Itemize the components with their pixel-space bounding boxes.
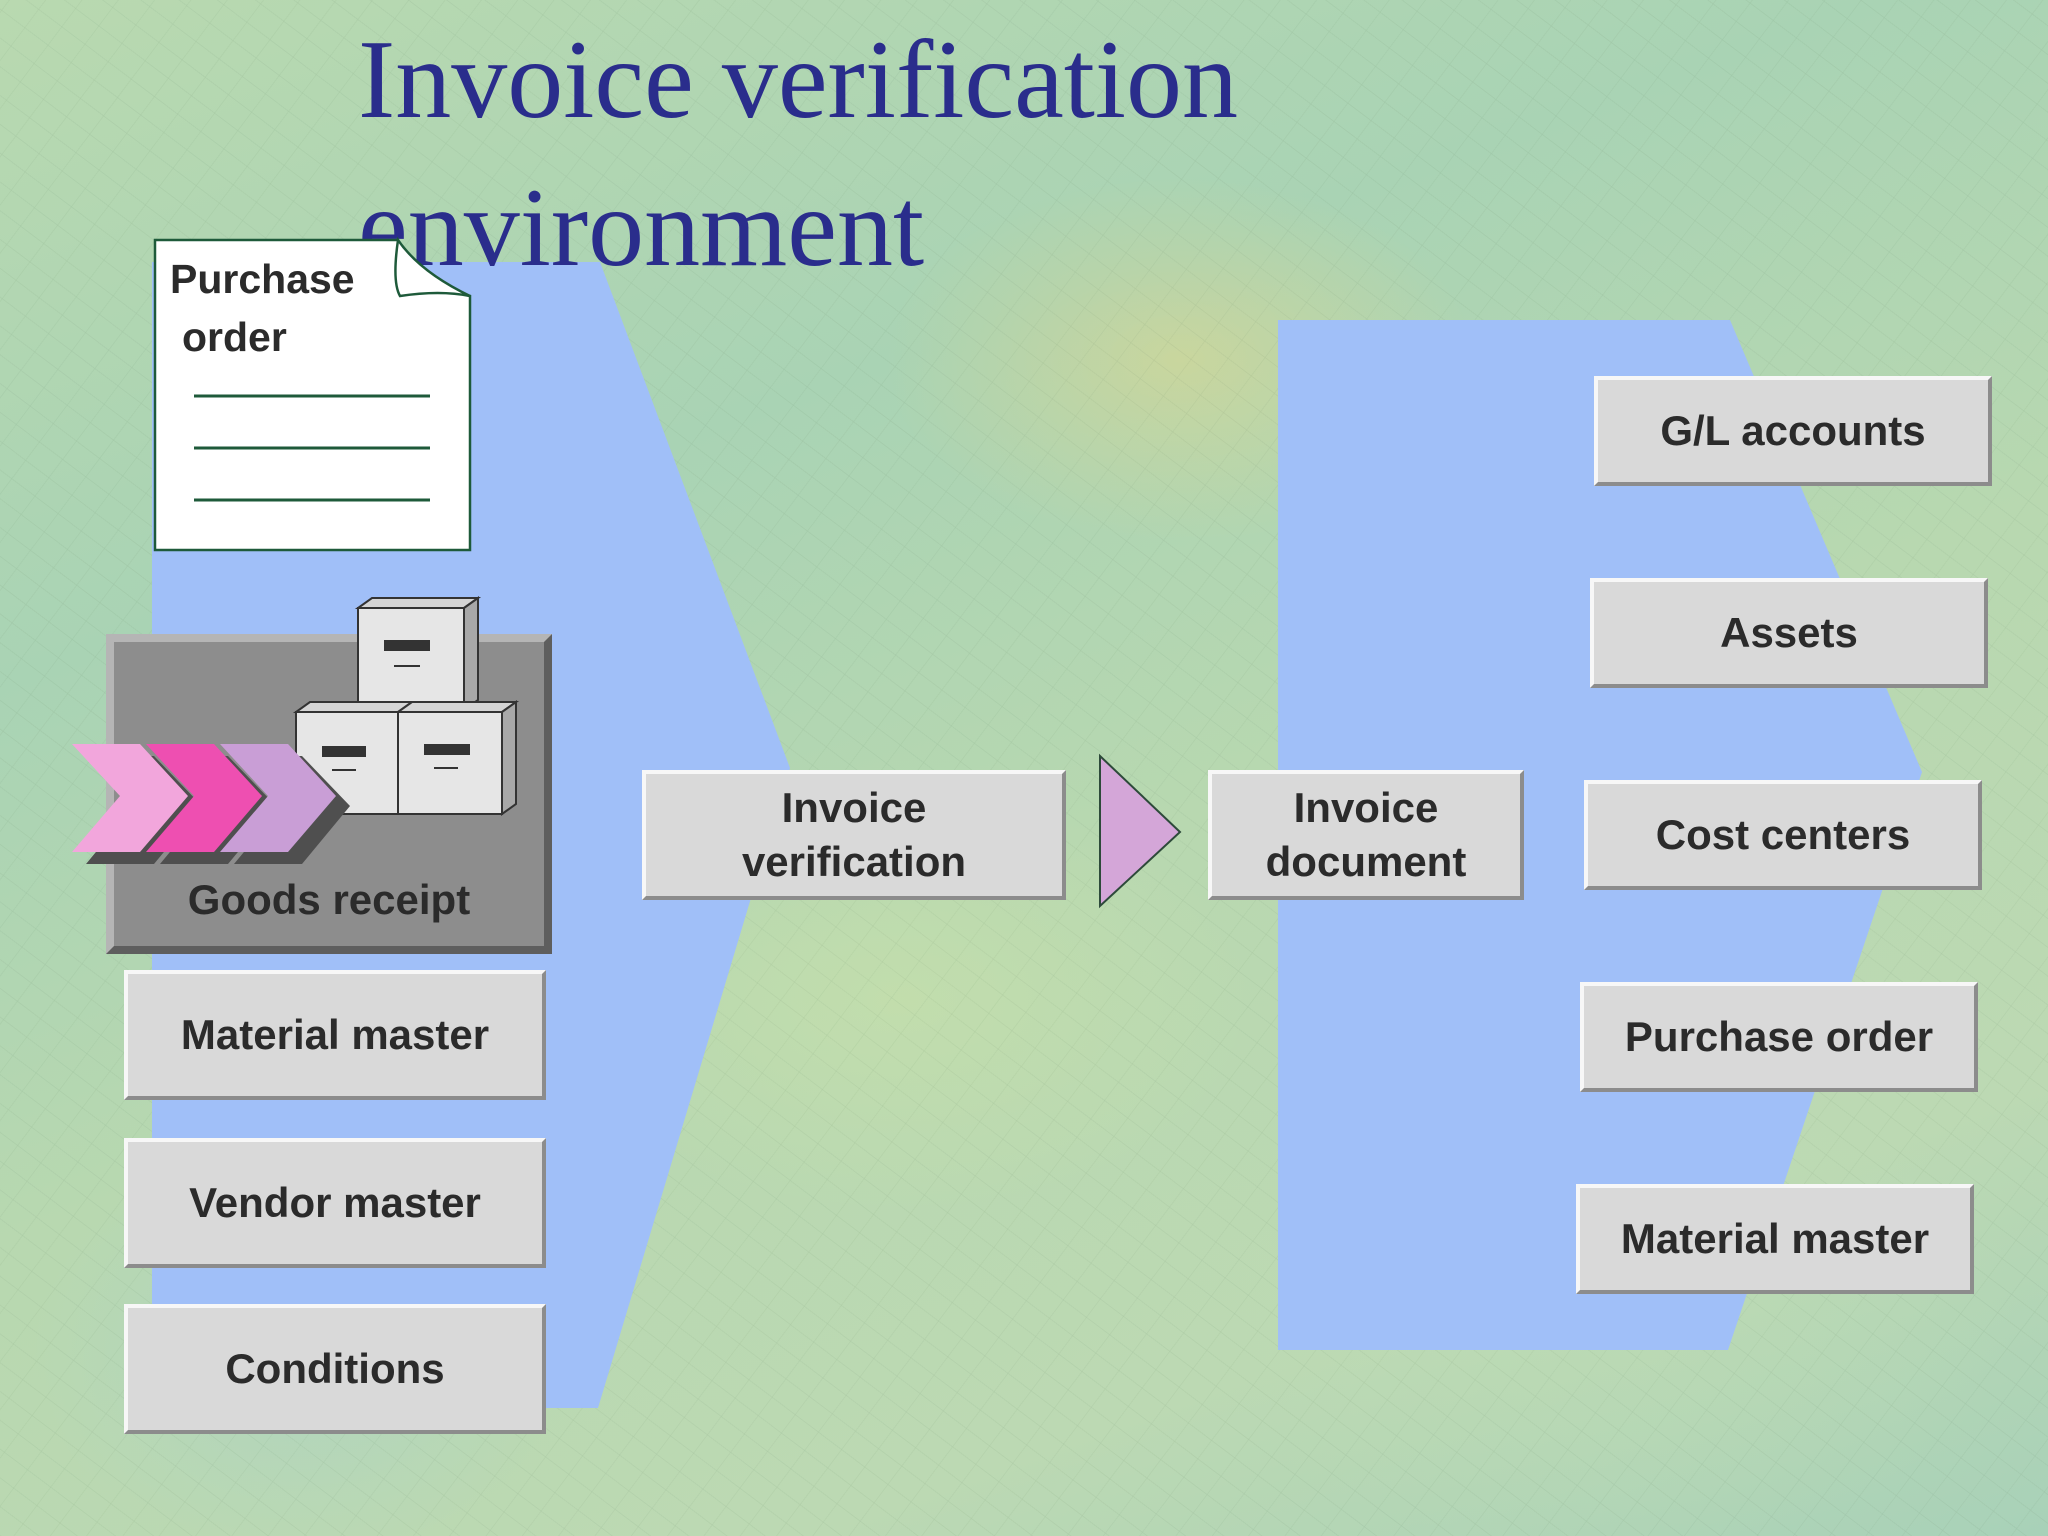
gl-accounts-box: G/L accounts <box>1594 376 1992 486</box>
filing-cabinet-icon <box>292 596 520 816</box>
assets-box: Assets <box>1590 578 1988 688</box>
purchase-order-output-box: Purchase order <box>1580 982 1978 1092</box>
vendor-master-label: Vendor master <box>189 1179 481 1226</box>
purchase-order-doc-line2: order <box>182 314 287 360</box>
cost-centers-label: Cost centers <box>1655 811 1911 858</box>
chevron-arrows-icon <box>72 744 350 864</box>
slide-title: Invoice verification environment <box>358 18 1239 290</box>
material-master-output-box: Material master <box>1576 1184 1974 1294</box>
material-master-output-label: Material master <box>1620 1215 1930 1262</box>
assets-label: Assets <box>1720 609 1858 656</box>
goods-receipt-label: Goods receipt <box>187 876 471 923</box>
cost-centers-box: Cost centers <box>1584 780 1982 890</box>
purchase-order-doc-line1: Purchase <box>170 256 355 302</box>
conditions-box: Conditions <box>124 1304 546 1434</box>
invoice-document-label: Invoice document <box>1265 784 1467 885</box>
invoice-verification-label: Invoice verification <box>741 784 967 885</box>
triangle-arrow-icon <box>1099 753 1182 909</box>
material-master-input-label: Material master <box>180 1011 490 1058</box>
purchase-order-doc-label: Purchase order <box>170 250 355 366</box>
purchase-order-output-label: Purchase order <box>1624 1013 1934 1060</box>
vendor-master-box: Vendor master <box>124 1138 546 1268</box>
conditions-label: Conditions <box>225 1345 445 1392</box>
invoice-verification-box: Invoice verification <box>642 770 1066 900</box>
gl-accounts-label: G/L accounts <box>1660 407 1926 454</box>
invoice-document-box: Invoice document <box>1208 770 1524 900</box>
material-master-input-box: Material master <box>124 970 546 1100</box>
